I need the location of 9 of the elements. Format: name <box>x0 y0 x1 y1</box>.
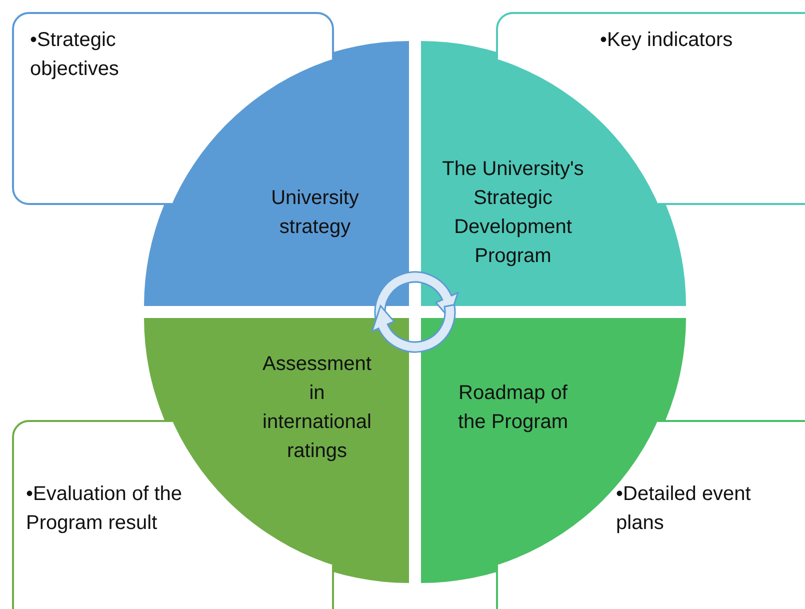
quadrant-label: Assessment in international ratings <box>262 352 372 464</box>
quadrant-label: The University's Strategic Development Program <box>441 157 585 269</box>
bullet-text: •Evaluation of the Program result <box>26 482 183 536</box>
bullet-text: •Detailed event plans <box>616 482 752 536</box>
quadrant-label: University strategy <box>270 186 360 240</box>
bullet-text: •Strategic objectives <box>30 28 120 82</box>
circle-quadrant <box>144 41 409 306</box>
quadrant-label: Roadmap of the Program <box>456 381 570 435</box>
bullet-text: •Key indicators <box>600 28 734 53</box>
